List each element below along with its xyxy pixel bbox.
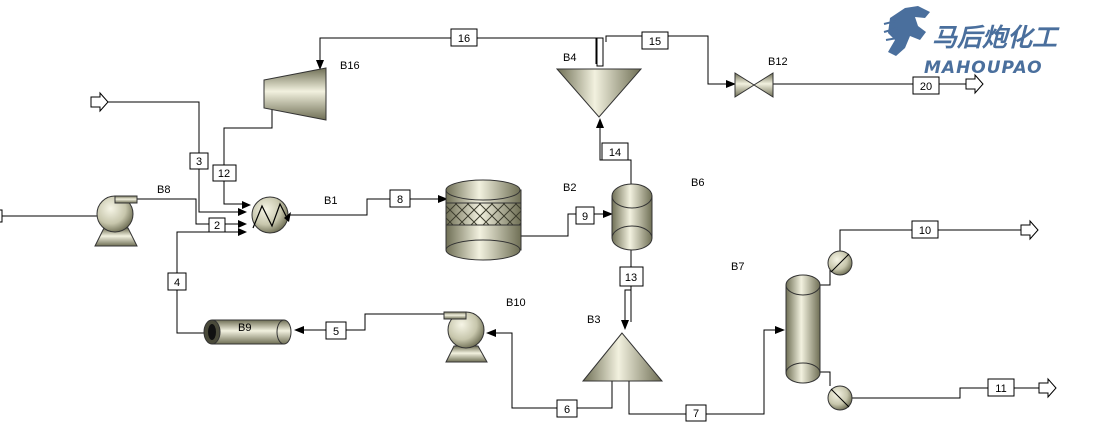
stream-12-line — [223, 108, 273, 205]
product-port-icon — [1038, 377, 1057, 399]
feed-port-icon — [90, 91, 109, 113]
pump-b8-icon[interactable] — [94, 195, 138, 247]
stream-tag-8[interactable]: 8 — [389, 189, 411, 208]
arrow-icon — [238, 208, 247, 216]
stream-7-line — [628, 329, 776, 415]
stream-tag-16[interactable]: 16 — [450, 28, 478, 47]
svg-text:6: 6 — [564, 404, 570, 416]
brand-name-cn: 马后炮化工 — [932, 23, 1060, 52]
stream-13-link — [624, 289, 631, 322]
block-label-b2: B2 — [563, 182, 576, 194]
stream-tag-20[interactable]: 20 — [912, 76, 940, 95]
condenser-connection — [819, 270, 831, 286]
block-label-b10: B10 — [506, 297, 526, 309]
arrow-icon — [242, 201, 251, 209]
svg-text:3: 3 — [196, 156, 202, 168]
stream-10-line — [839, 229, 1022, 253]
product-port-icon — [965, 73, 984, 95]
compressor-b16-icon[interactable] — [263, 67, 327, 121]
block-label-b16: B16 — [340, 60, 360, 72]
arrow-icon — [603, 210, 613, 218]
stream-tag-11[interactable]: 11 — [987, 378, 1015, 397]
block-label-b12: B12 — [768, 56, 788, 68]
stream-tag-15[interactable]: 15 — [641, 31, 669, 50]
svg-text:4: 4 — [174, 277, 180, 289]
separator-b4-icon[interactable] — [555, 68, 643, 118]
stream-tag-6[interactable]: 6 — [556, 399, 578, 418]
svg-text:14: 14 — [609, 147, 621, 159]
svg-text:13: 13 — [625, 272, 637, 284]
stream-tag-13[interactable]: 13 — [619, 266, 644, 287]
product-port-icon — [1020, 219, 1039, 241]
block-label-b7: B7 — [731, 261, 744, 273]
heater-b9-icon[interactable] — [203, 319, 292, 345]
brand-logo: 马后炮化工 MAHOUPAO — [883, 6, 1060, 78]
svg-text:12: 12 — [218, 168, 230, 180]
horse-icon — [888, 6, 930, 56]
separator-b3-icon[interactable] — [581, 332, 664, 382]
svg-text:9: 9 — [582, 211, 588, 223]
stream-tag-5[interactable]: 5 — [325, 321, 347, 340]
column-b7-icon[interactable] — [785, 250, 853, 411]
arrow-icon — [316, 60, 324, 70]
arrow-icon — [486, 329, 496, 337]
stream-tag-2[interactable]: 2 — [208, 217, 226, 233]
horse-mane-icon — [883, 19, 901, 41]
stream-6-line — [494, 332, 613, 409]
block-label-b8: B8 — [157, 184, 170, 196]
stream-tag-10[interactable]: 10 — [911, 220, 939, 239]
arrow-icon — [596, 118, 604, 128]
stream-tag-14[interactable]: 14 — [601, 142, 629, 161]
flash-vessel-b6-icon[interactable] — [611, 183, 653, 251]
arrow-icon — [775, 326, 785, 334]
stream-8-line — [290, 198, 440, 216]
stream-tag-12[interactable]: 12 — [212, 164, 237, 182]
svg-text:15: 15 — [649, 36, 661, 48]
svg-text:5: 5 — [333, 326, 339, 338]
block-label-b4: B4 — [563, 52, 576, 64]
arrow-icon — [238, 228, 247, 236]
brand-name-en: MAHOUPAO — [924, 58, 1043, 78]
block-label-b1: B1 — [324, 195, 337, 207]
arrow-icon — [438, 195, 448, 203]
valve-b12-icon[interactable] — [734, 72, 774, 98]
b4-vapor-outlet — [596, 37, 604, 67]
reactor-b2-icon[interactable] — [445, 179, 522, 261]
svg-text:10: 10 — [919, 225, 931, 237]
stream-15-line — [605, 35, 728, 85]
arrow-icon — [294, 326, 304, 334]
block-label-b6: B6 — [691, 177, 704, 189]
heat-exchanger-b1-icon[interactable] — [251, 196, 291, 234]
stream-tag-7[interactable]: 7 — [685, 404, 707, 422]
arrow-icon — [238, 220, 247, 228]
block-label-b9: B9 — [238, 322, 251, 334]
block-label-b3: B3 — [587, 314, 600, 326]
svg-text:20: 20 — [920, 81, 932, 93]
stream-tag-4[interactable]: 4 — [167, 272, 187, 291]
svg-text:11: 11 — [995, 383, 1006, 395]
svg-text:2: 2 — [214, 220, 220, 232]
pump-b10-icon[interactable] — [443, 311, 488, 363]
arrow-icon — [621, 320, 629, 330]
svg-text:8: 8 — [397, 194, 403, 206]
feed-port-icon — [0, 209, 3, 223]
stream-tag-3[interactable]: 3 — [189, 152, 209, 170]
arrow-icon — [726, 80, 736, 88]
svg-text:7: 7 — [693, 408, 699, 420]
reboiler-connection — [819, 371, 831, 386]
stream-tag-9[interactable]: 9 — [575, 206, 595, 225]
svg-text:16: 16 — [458, 33, 470, 45]
